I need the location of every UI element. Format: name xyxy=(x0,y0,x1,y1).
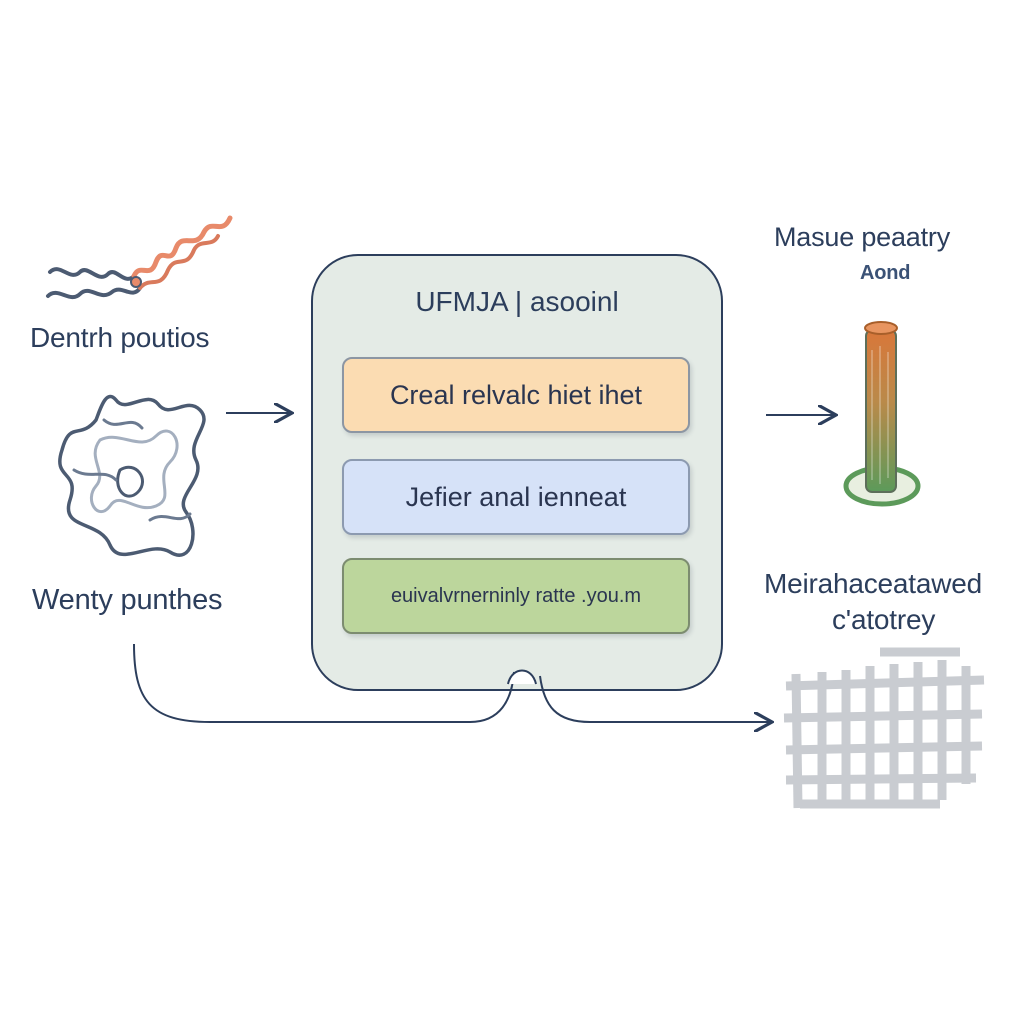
right-top-sublabel: Aond xyxy=(860,262,911,284)
linear-peptide-icon xyxy=(46,215,233,300)
left-top-label: Dentrh poutios xyxy=(30,322,210,353)
connector-panel-to-grid xyxy=(539,675,770,722)
right-bottom-label-line1: Meirahaceatawed xyxy=(764,568,983,599)
right-top-label: Masue peaatry xyxy=(774,222,950,252)
connector-left-to-panel xyxy=(133,643,515,723)
column-icon xyxy=(843,321,921,507)
folded-protein-icon xyxy=(58,394,206,557)
grid-matrix-icon xyxy=(783,647,985,809)
stage-box-2: Jefier anal ienneat xyxy=(342,459,690,535)
left-bottom-label: Wenty punthes xyxy=(32,584,223,616)
stage-box-3: euivalvrnerninly ratte .you.m xyxy=(342,558,690,634)
right-bottom-label-line2: c'atotrey xyxy=(832,604,936,635)
panel-notch xyxy=(507,669,537,685)
stage-box-1: Creal relvalc hiet ihet xyxy=(342,357,690,433)
panel-title: UFMJA | asooinl xyxy=(415,286,619,317)
